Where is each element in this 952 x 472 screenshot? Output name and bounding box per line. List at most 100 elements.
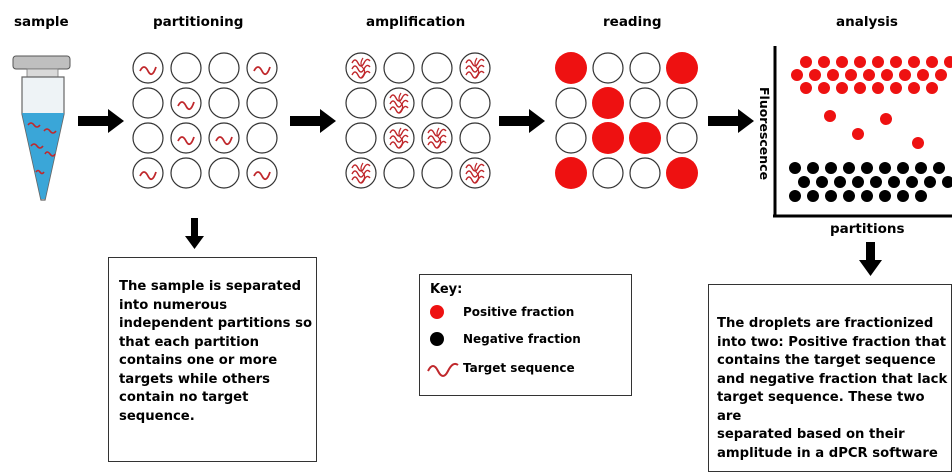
negative-droplet-dot — [879, 190, 891, 202]
partitioning-droplet — [208, 157, 240, 189]
amplification-droplet — [383, 122, 415, 154]
positive-droplet-dot — [818, 82, 830, 94]
partitioning-droplet — [246, 122, 278, 154]
amplification-droplet — [459, 52, 491, 84]
partitioning-droplet — [170, 122, 202, 154]
positive-droplet-dot — [800, 56, 812, 68]
reading-droplet — [629, 122, 661, 154]
negative-droplet-dot — [861, 162, 873, 174]
reading-droplet — [629, 157, 661, 189]
arrow-right-3 — [499, 109, 545, 133]
partitioning-droplet — [246, 52, 278, 84]
target-sequence-icon — [427, 362, 459, 377]
arrow-right-1 — [78, 109, 124, 133]
positive-droplet-dot — [852, 128, 864, 140]
partitioning-droplet — [170, 87, 202, 119]
negative-droplet-dot — [843, 162, 855, 174]
partitioning-droplet — [132, 122, 164, 154]
header-partitioning: partitioning — [153, 14, 244, 30]
positive-droplet-dot — [863, 69, 875, 81]
partitioning-droplet — [132, 87, 164, 119]
positive-droplet-dot — [845, 69, 857, 81]
positive-droplet-dot — [917, 69, 929, 81]
negative-droplet-dot — [906, 176, 918, 188]
reading-droplet — [592, 157, 624, 189]
arrow-right-4 — [708, 109, 754, 133]
positive-droplet-dot — [854, 56, 866, 68]
header-sample: sample — [14, 14, 69, 30]
key-positive-label: Positive fraction — [463, 305, 575, 319]
header-amplification: amplification — [366, 14, 466, 30]
negative-droplet-dot — [915, 190, 927, 202]
arrow-down-2 — [859, 242, 882, 276]
positive-droplet-dot — [908, 82, 920, 94]
partitioning-grid — [132, 52, 278, 189]
positive-droplet-dot — [854, 82, 866, 94]
positive-droplet-dot — [881, 69, 893, 81]
negative-fraction-dot — [430, 332, 444, 346]
positive-droplet-dot — [872, 82, 884, 94]
amplification-droplet — [345, 87, 377, 119]
plot-y-label: Fluorescence — [757, 87, 772, 181]
key-box: Key: Positive fraction Negative fraction… — [419, 274, 632, 396]
reading-droplet — [666, 87, 698, 119]
negative-droplet-dot — [852, 176, 864, 188]
partitioning-droplet — [132, 52, 164, 84]
negative-droplet-dot — [807, 162, 819, 174]
partitioning-droplet — [208, 52, 240, 84]
negative-droplet-dot — [861, 190, 873, 202]
reading-droplet — [555, 122, 587, 154]
positive-droplet-dot — [818, 56, 830, 68]
reading-droplet — [629, 52, 661, 84]
partitioning-droplet — [208, 122, 240, 154]
partitioning-droplet — [170, 52, 202, 84]
positive-droplet-dot — [926, 56, 938, 68]
positive-droplet-dot — [872, 56, 884, 68]
reading-droplet — [592, 87, 624, 119]
negative-droplet-dot — [933, 162, 945, 174]
header-analysis: analysis — [836, 14, 898, 30]
amplification-droplet — [345, 122, 377, 154]
positive-droplet-dot — [899, 69, 911, 81]
negative-droplet-dot — [807, 190, 819, 202]
amplification-droplet — [383, 157, 415, 189]
partitioning-droplet — [246, 157, 278, 189]
partitioning-droplet — [170, 157, 202, 189]
positive-droplet-dot — [890, 82, 902, 94]
amplification-droplet — [421, 122, 453, 154]
analysis-description: The droplets are fractionized into two: … — [717, 316, 948, 461]
partitioning-description-box: The sample is separated into numerous in… — [108, 257, 317, 462]
reading-droplet — [629, 87, 661, 119]
sample-tube-icon — [12, 55, 71, 201]
partitioning-droplet — [132, 157, 164, 189]
reading-droplet — [666, 122, 698, 154]
positive-droplet-dot — [880, 113, 892, 125]
negative-droplet-dot — [798, 176, 810, 188]
key-target-label: Target sequence — [463, 361, 575, 375]
key-title: Key: — [430, 282, 463, 297]
fluorescence-plot — [773, 46, 952, 218]
reading-droplet — [592, 52, 624, 84]
reading-grid — [555, 52, 698, 189]
reading-droplet — [666, 52, 698, 84]
negative-droplet-dot — [870, 176, 882, 188]
key-negative-label: Negative fraction — [463, 332, 581, 346]
plot-x-label: partitions — [830, 221, 905, 237]
negative-droplet-dot — [897, 190, 909, 202]
negative-droplet-dot — [816, 176, 828, 188]
amplification-droplet — [421, 52, 453, 84]
reading-droplet — [555, 157, 587, 189]
negative-droplet-dot — [888, 176, 900, 188]
negative-droplet-dot — [942, 176, 952, 188]
negative-droplet-dot — [897, 162, 909, 174]
negative-droplet-dot — [834, 176, 846, 188]
partitioning-droplet — [246, 87, 278, 119]
amplification-droplet — [345, 52, 377, 84]
analysis-description-box: The droplets are fractionized into two: … — [708, 284, 952, 472]
negative-droplet-dot — [915, 162, 927, 174]
reading-droplet — [666, 157, 698, 189]
positive-droplet-dot — [800, 82, 812, 94]
positive-droplet-dot — [824, 110, 836, 122]
